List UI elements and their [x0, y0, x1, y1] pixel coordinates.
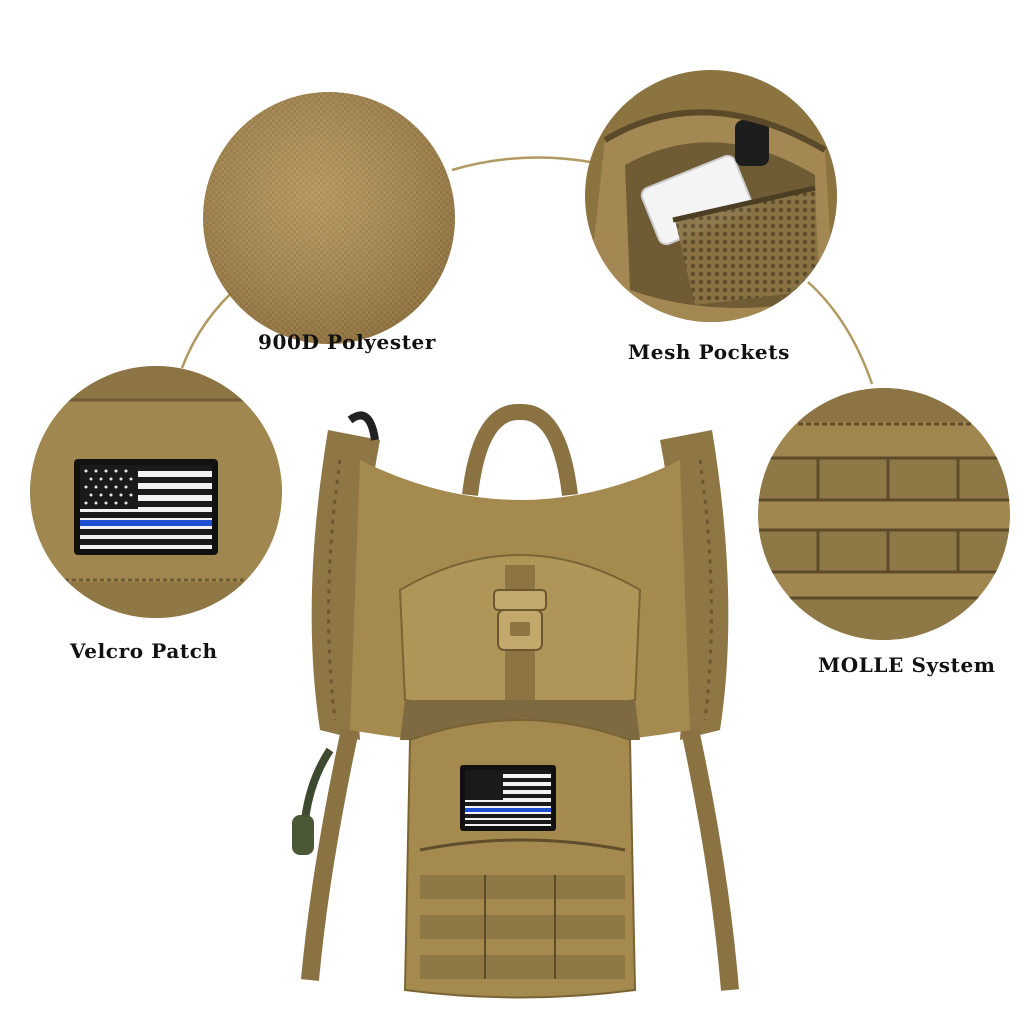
molle-strap-row: [758, 456, 1010, 502]
polyester-fabric-texture: [203, 92, 455, 344]
connector-mesh-to-molle: [807, 281, 874, 385]
velcro-patch-illustration: [30, 366, 282, 618]
polyester-label: 900D Polyester: [258, 330, 436, 354]
mesh-detail-circle: [585, 70, 837, 322]
connector-polyester-to-mesh: [451, 156, 591, 172]
hydration-tube-icon: [292, 411, 379, 855]
thin-blue-line-flag-icon: [74, 459, 218, 555]
thin-blue-line-flag-icon: [460, 765, 556, 831]
patch-detail-circle: [30, 366, 282, 618]
mesh-label: Mesh Pockets: [628, 340, 790, 364]
polyester-detail-circle: [203, 92, 455, 344]
mesh-pocket-illustration: [585, 70, 837, 322]
patch-label: Velcro Patch: [70, 639, 218, 663]
molle-strap-row: [758, 596, 1010, 640]
top-handle: [462, 404, 578, 496]
molle-detail-circle: [758, 388, 1010, 640]
hydration-backpack: [292, 404, 739, 999]
molle-strap-row: [758, 528, 1010, 574]
molle-webbing-illustration: [758, 388, 1010, 640]
molle-label: MOLLE System: [818, 653, 996, 677]
front-molle-webbing: [420, 875, 625, 979]
buckle-icon: [493, 589, 547, 651]
